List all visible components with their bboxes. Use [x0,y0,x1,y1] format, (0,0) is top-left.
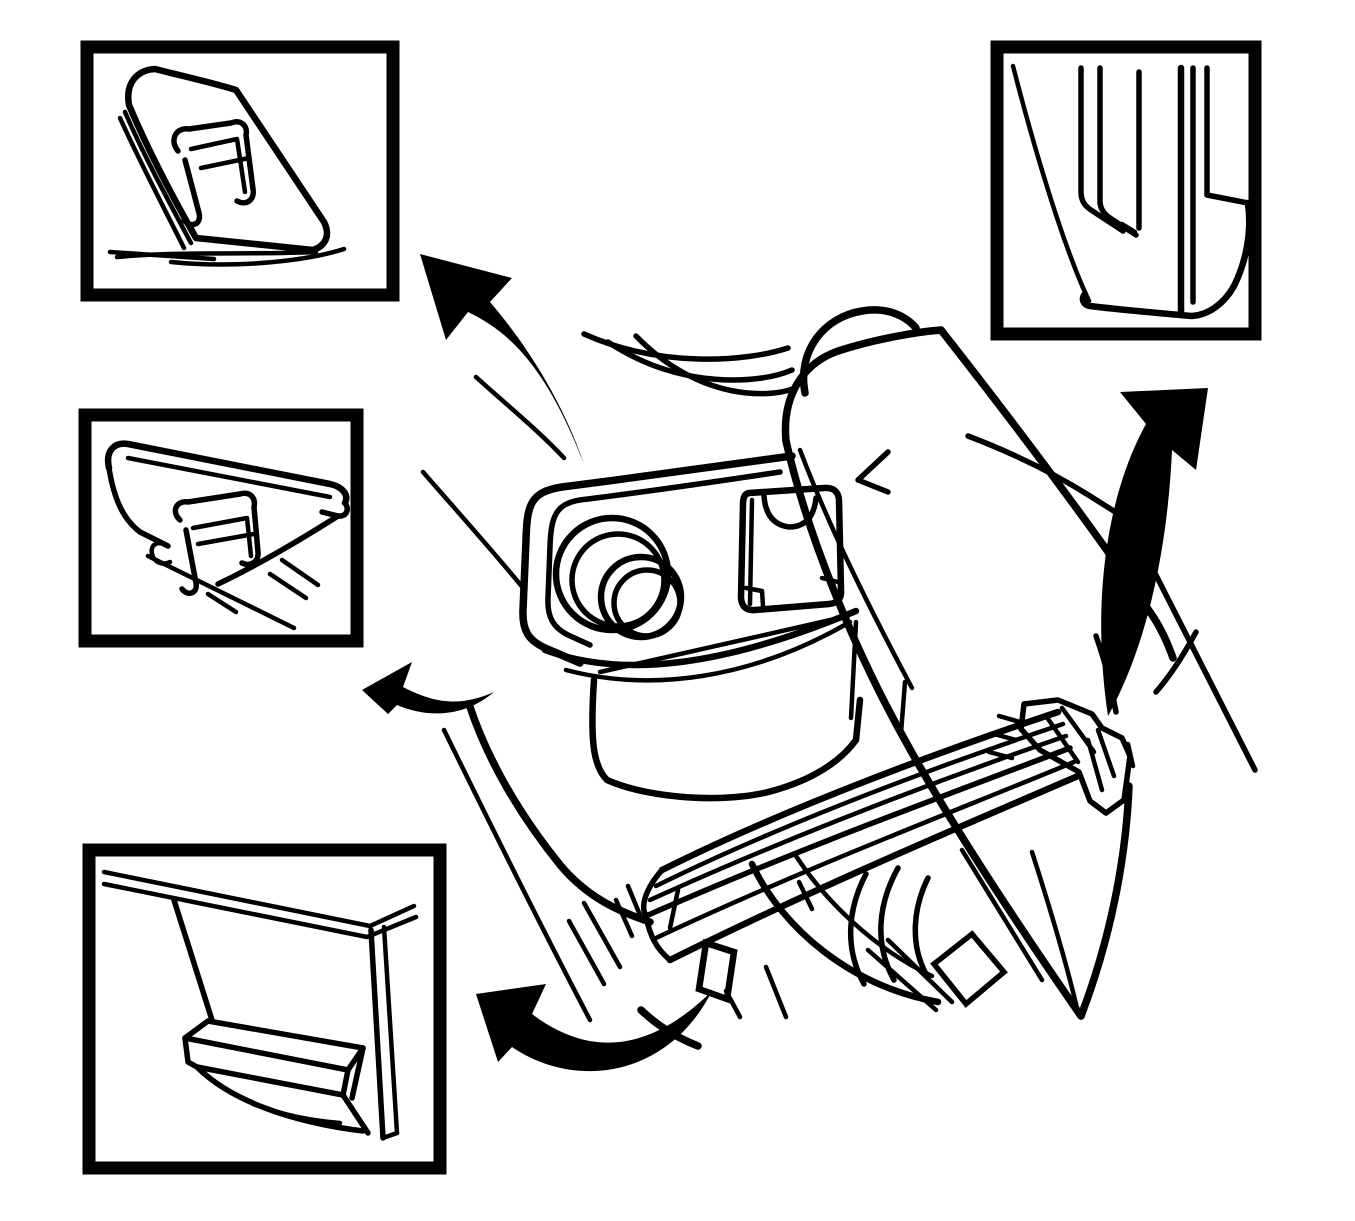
console-front-panel [519,433,1131,667]
callout-box-top-left [80,40,400,302]
cylindrical-boot [781,306,1177,1020]
clip-detail-side-view [104,440,350,631]
clip-detail-outer-view [107,65,347,267]
callout-arrows [362,254,1208,1072]
callout-box-bottom-left [82,843,447,1175]
strip-end-tab [695,938,738,1004]
strip-end-clip [986,697,1133,816]
arrow-to-top-right [1101,388,1208,716]
main-console-illustration [420,306,1258,1050]
callout-box-middle-left [78,408,364,648]
arrow-to-middle-left [362,662,494,714]
wiring-harness [723,847,1045,1020]
trim-strip [613,708,1082,1004]
harness-connector [930,930,1008,1008]
switch-blank-pocket [737,484,845,614]
arrow-to-bottom-left [476,984,712,1072]
tunnel-carpet-curves [420,331,798,592]
callout-box-top-right [990,40,1262,341]
arrow-to-top-left [420,254,584,464]
molding-ledge-detail [101,869,419,1141]
storage-bin-opening [541,607,908,802]
guide-channel-detail [1010,63,1253,320]
cigarette-lighter-socket [552,514,685,641]
